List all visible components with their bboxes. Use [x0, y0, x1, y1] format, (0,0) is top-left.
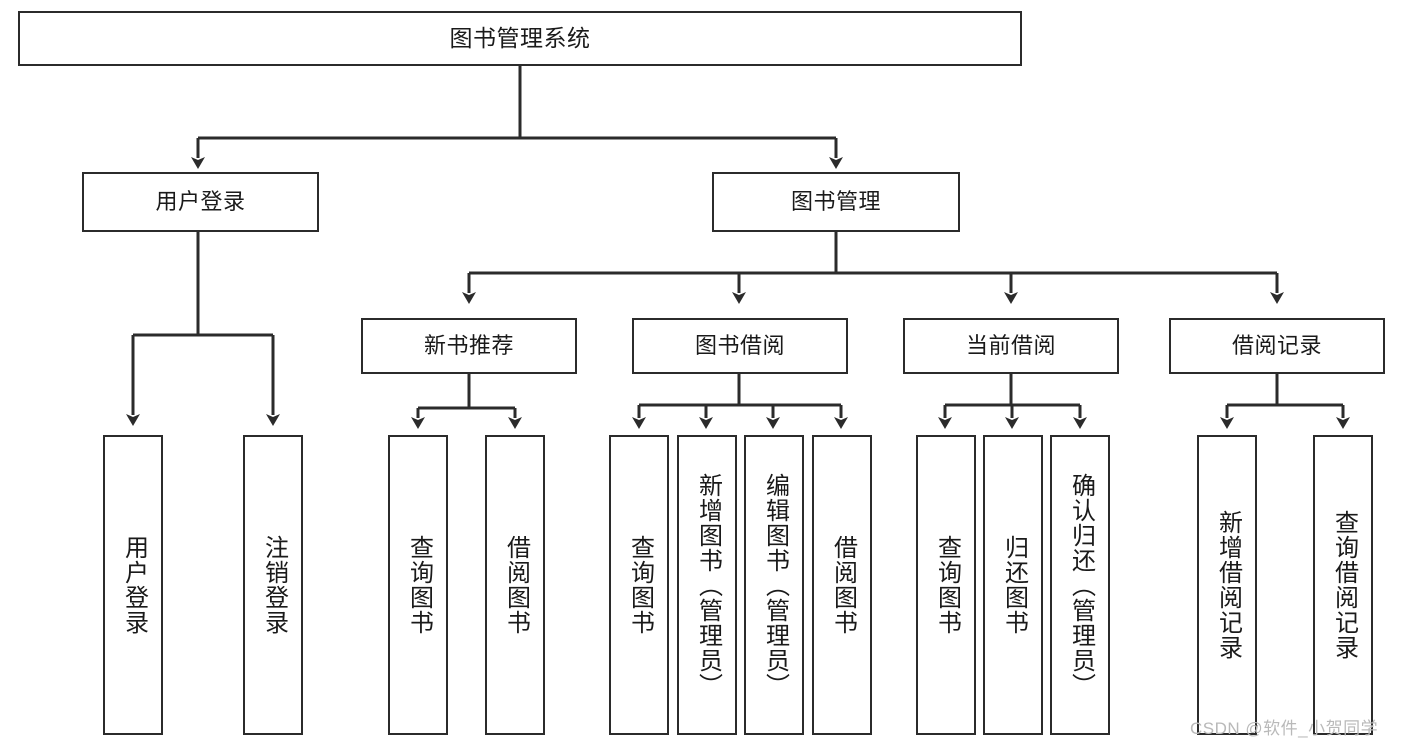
node-book-manage[interactable]: 图书管理	[712, 172, 960, 232]
node-new-book-recommend[interactable]: 新书推荐	[361, 318, 577, 374]
node-leaf-edit-book[interactable]: 编辑图书（管理员）	[744, 435, 804, 735]
node-label: 用户登录	[120, 535, 148, 635]
node-leaf-logout[interactable]: 注销登录	[243, 435, 303, 735]
node-label: 查询图书	[405, 535, 433, 635]
node-leaf-query-book-current[interactable]: 查询图书	[916, 435, 976, 735]
node-label: 注销登录	[260, 535, 288, 635]
node-leaf-borrow-book[interactable]: 借阅图书	[812, 435, 872, 735]
node-leaf-user-login[interactable]: 用户登录	[103, 435, 163, 735]
node-label: 图书借阅	[694, 332, 785, 358]
watermark-text: CSDN @软件_小贺同学	[1190, 719, 1379, 738]
node-leaf-confirm-return[interactable]: 确认归还（管理员）	[1050, 435, 1110, 735]
node-label: 查询借阅记录	[1330, 510, 1358, 660]
node-leaf-query-book-recommend[interactable]: 查询图书	[388, 435, 448, 735]
node-book-borrow[interactable]: 图书借阅	[632, 318, 848, 374]
node-leaf-add-book[interactable]: 新增图书（管理员）	[677, 435, 737, 735]
node-label: 编辑图书（管理员）	[761, 472, 789, 698]
node-label: 新书推荐	[423, 332, 514, 358]
node-user-login[interactable]: 用户登录	[82, 172, 319, 232]
node-label: 确认归还（管理员）	[1067, 472, 1095, 698]
node-label: 归还图书	[1000, 535, 1028, 635]
node-label: 图书管理系统	[449, 24, 591, 51]
node-leaf-add-borrow-record[interactable]: 新增借阅记录	[1197, 435, 1257, 735]
node-label: 借阅记录	[1231, 332, 1322, 358]
node-label: 新增借阅记录	[1214, 510, 1242, 660]
node-label: 借阅图书	[502, 535, 530, 635]
node-label: 查询图书	[626, 535, 654, 635]
node-current-borrow[interactable]: 当前借阅	[903, 318, 1119, 374]
node-label: 查询图书	[933, 535, 961, 635]
node-leaf-return-book[interactable]: 归还图书	[983, 435, 1043, 735]
node-label: 当前借阅	[965, 332, 1056, 358]
node-label: 用户登录	[155, 188, 246, 214]
node-label: 图书管理	[790, 188, 881, 214]
node-leaf-query-book-borrow[interactable]: 查询图书	[609, 435, 669, 735]
node-label: 新增图书（管理员）	[694, 472, 722, 698]
node-root-book-management-system[interactable]: 图书管理系统	[18, 11, 1022, 66]
node-borrow-record[interactable]: 借阅记录	[1169, 318, 1385, 374]
node-leaf-borrow-book-recommend[interactable]: 借阅图书	[485, 435, 545, 735]
node-leaf-query-borrow-record[interactable]: 查询借阅记录	[1313, 435, 1373, 735]
node-label: 借阅图书	[829, 535, 857, 635]
